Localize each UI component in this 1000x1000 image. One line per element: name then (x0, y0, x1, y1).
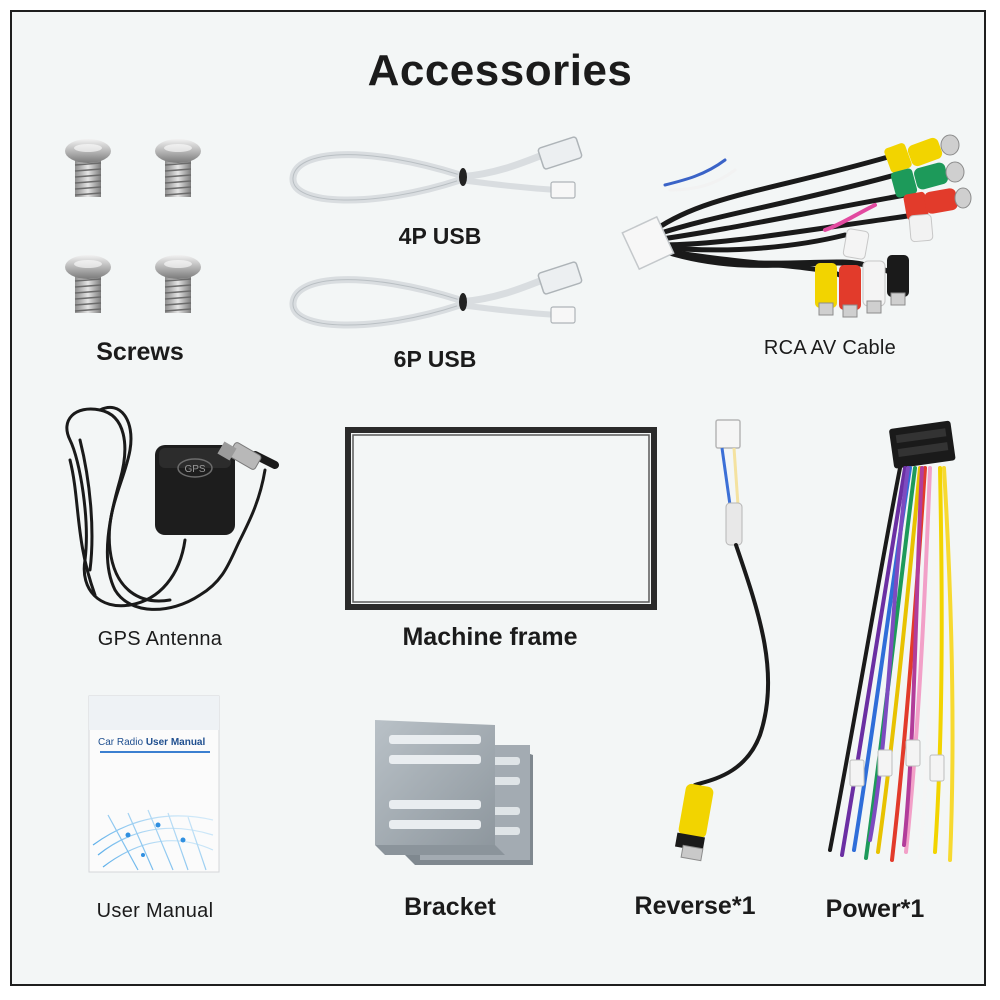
manual-cover-title: Car Radio User Manual (98, 737, 205, 748)
bracket-label: Bracket (404, 893, 496, 921)
gps-antenna-image: GPS (60, 400, 290, 625)
screws-image (60, 135, 220, 315)
power-label: Power*1 (825, 895, 925, 923)
manual-cover-bold: User Manual (145, 737, 206, 748)
usb-6p-label: 6P USB (393, 346, 477, 372)
manual-cover-prefix: Car Radio (98, 737, 146, 748)
page-title: Accessories (367, 46, 633, 95)
power-harness-image (820, 420, 970, 870)
reverse-cable-image (660, 415, 780, 865)
usb-4p-cable-image (285, 136, 585, 215)
machine-frame-image (345, 427, 657, 610)
rca-av-cable-image (621, 134, 972, 325)
screws-label: Screws (96, 338, 184, 366)
usb-6p-cable-image (285, 261, 585, 340)
machine-frame-label: Machine frame (402, 623, 578, 651)
bracket-image (365, 715, 535, 875)
gps-module-text: GPS (184, 464, 205, 475)
rca-av-cable-label: RCA AV Cable (763, 337, 897, 359)
user-manual-image: Car Radio User Manual (88, 695, 220, 873)
usb-4p-label: 4P USB (398, 223, 482, 249)
user-manual-label: User Manual (96, 900, 214, 922)
gps-antenna-label: GPS Antenna (97, 628, 223, 650)
reverse-label: Reverse*1 (634, 892, 756, 920)
